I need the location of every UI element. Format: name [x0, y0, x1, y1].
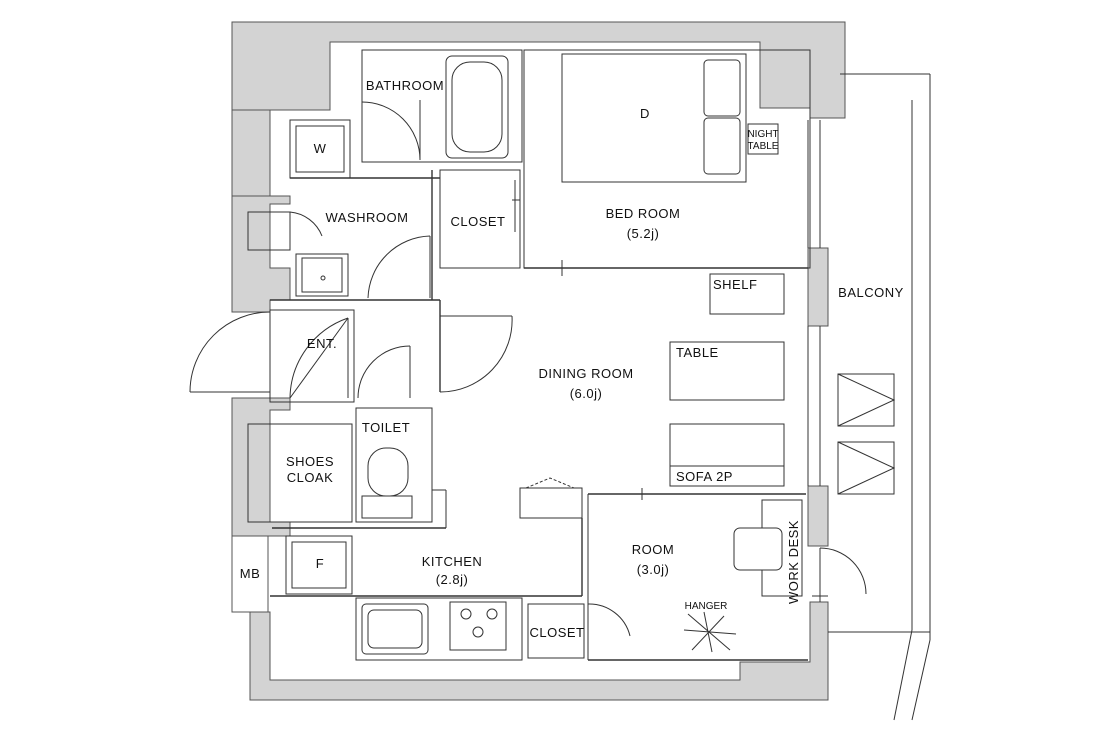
- label-hanger: HANGER: [685, 601, 728, 612]
- hanger-icon: [683, 611, 737, 653]
- label-dining-size: (6.0j): [570, 386, 603, 401]
- label-w: W: [314, 141, 327, 156]
- label-shelf: SHELF: [713, 277, 757, 292]
- room-labels: BATHROOM W WASHROOM CLOSET D NIGHT TABLE…: [240, 78, 904, 640]
- label-bed-d: D: [640, 106, 650, 121]
- label-room: ROOM: [632, 542, 674, 557]
- label-bathroom: BATHROOM: [366, 78, 444, 93]
- structural-walls: [231, 21, 846, 701]
- label-room-size: (3.0j): [637, 562, 670, 577]
- label-washroom: WASHROOM: [326, 210, 409, 225]
- label-shoes: SHOES: [286, 454, 334, 469]
- label-ent: ENT.: [307, 336, 337, 351]
- label-closet-lower: CLOSET: [529, 625, 584, 640]
- label-toilet: TOILET: [362, 420, 410, 435]
- label-bedroom: BED ROOM: [606, 206, 681, 221]
- label-bedroom-size: (5.2j): [627, 226, 660, 241]
- interior-walls: [189, 49, 931, 721]
- label-night-table-2: TABLE: [748, 141, 779, 152]
- label-kitchen: KITCHEN: [422, 554, 483, 569]
- label-work-desk: WORK DESK: [786, 520, 801, 604]
- label-closet-upper: CLOSET: [450, 214, 505, 229]
- label-night-table-1: NIGHT: [747, 129, 778, 140]
- label-sofa: SOFA 2P: [676, 469, 733, 484]
- label-kitchen-size: (2.8j): [436, 572, 469, 587]
- label-balcony: BALCONY: [838, 285, 904, 300]
- label-f: F: [316, 556, 324, 571]
- label-mb: MB: [240, 566, 261, 581]
- label-table: TABLE: [676, 345, 719, 360]
- label-cloak: CLOAK: [287, 470, 334, 485]
- label-dining: DINING ROOM: [538, 366, 633, 381]
